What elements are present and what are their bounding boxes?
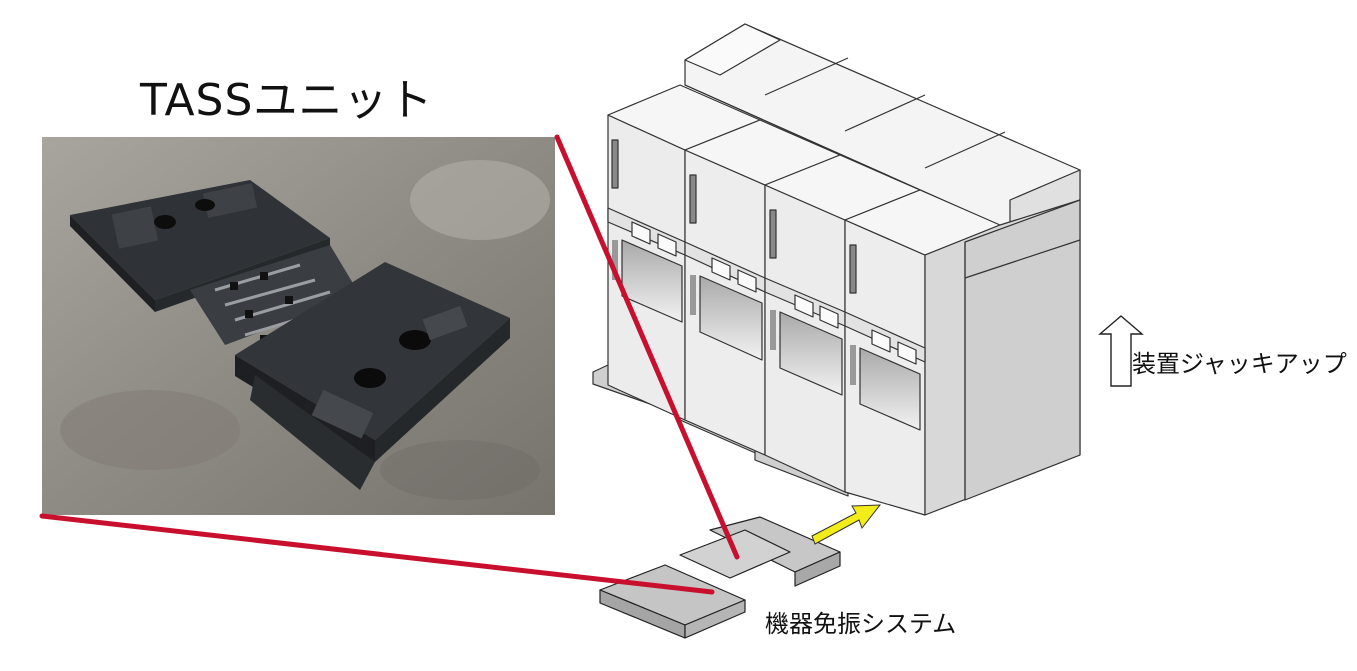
unit-title: TASSユニット xyxy=(140,75,434,126)
callout-lines xyxy=(39,134,740,595)
callout-line-bottom xyxy=(39,513,715,595)
cabinet-array xyxy=(592,23,1081,516)
hollow-up-arrow-icon xyxy=(1098,315,1144,387)
callout-line-top xyxy=(554,134,740,560)
yellow-diagonal-arrow-icon xyxy=(811,504,882,545)
tass-unit-photo xyxy=(42,137,555,515)
photo-rails xyxy=(190,245,360,345)
photo-plate-front xyxy=(235,262,510,440)
jack-up-label: 装置ジャッキアップ xyxy=(1132,350,1347,378)
system-label: 機器免振システム xyxy=(765,610,957,638)
